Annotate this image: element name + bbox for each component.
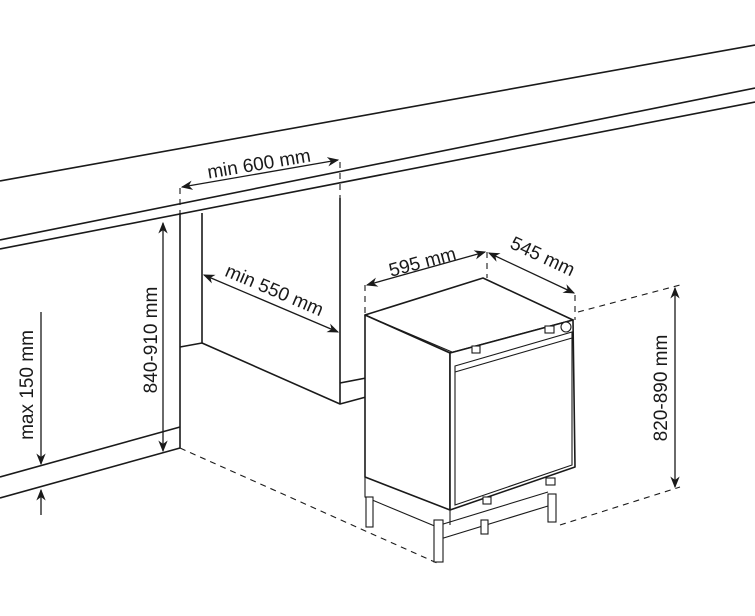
dimension-lines <box>36 157 680 515</box>
niche-width-label: min 600 mm <box>206 146 313 184</box>
leg <box>365 496 374 528</box>
hinge-icon <box>471 345 481 354</box>
leg <box>480 519 489 535</box>
leg <box>433 519 444 563</box>
countertop <box>0 44 755 250</box>
hinge-icon <box>544 325 555 334</box>
floor <box>0 284 681 564</box>
niche <box>179 162 367 448</box>
leg <box>547 493 557 523</box>
appliance <box>364 277 576 563</box>
appliance-depth-label: 545 mm <box>507 233 578 281</box>
appliance-width-label: 595 mm <box>387 244 459 282</box>
plinth-height-label: max 150 mm <box>17 330 38 440</box>
appliance-height-label: 820-890 mm <box>651 335 672 442</box>
niche-depth-label: min 550 mm <box>222 261 326 321</box>
niche-height-label: 840-910 mm <box>141 287 162 394</box>
